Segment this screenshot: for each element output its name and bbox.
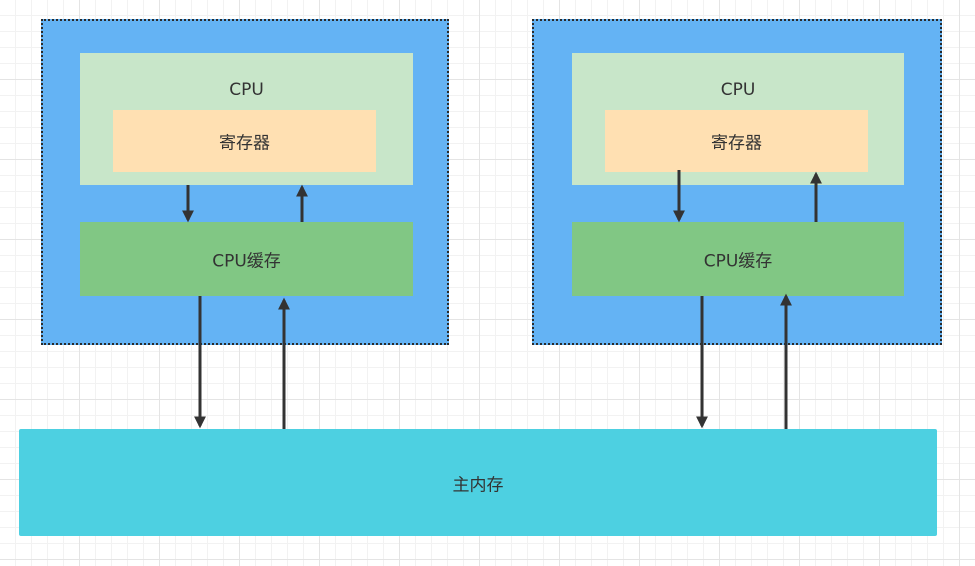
main-memory-label: 主内存 bbox=[452, 475, 504, 495]
cpu-cache-label-1: CPU缓存 bbox=[212, 251, 281, 272]
cpu-cache-box-2: CPU缓存 bbox=[572, 222, 904, 296]
cpu-label-1: CPU bbox=[229, 80, 264, 100]
register-box-2: 寄存器 bbox=[605, 110, 868, 172]
register-box-1: 寄存器 bbox=[113, 110, 376, 172]
cpu-cache-label-2: CPU缓存 bbox=[703, 251, 773, 272]
cpu-cache-box-1: CPU缓存 bbox=[80, 222, 413, 296]
register-label-2: 寄存器 bbox=[711, 133, 762, 154]
register-label-1: 寄存器 bbox=[219, 133, 270, 154]
cpu-label-2: CPU bbox=[720, 80, 756, 100]
main-memory-box: 主内存 bbox=[19, 429, 937, 536]
